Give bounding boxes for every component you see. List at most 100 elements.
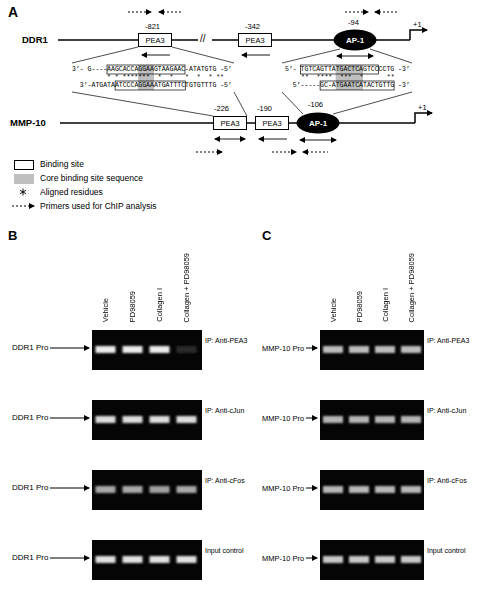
leader-line xyxy=(234,92,247,116)
band-label: DDR1 Pro xyxy=(12,553,48,563)
start-site-label: +1 xyxy=(418,103,427,112)
gel-band xyxy=(123,416,143,423)
sequence-text: 5’- TGTCAGTTATGACTCAGTCCCCTG -3’ xyxy=(285,66,410,74)
band-label: MMP-10 Pro xyxy=(262,484,304,493)
position-number: -94 xyxy=(348,18,359,27)
primer-arrow xyxy=(128,11,151,12)
pointer-arrow xyxy=(306,348,317,349)
sequence-text: 3’- G----AAGCACCAGGAAGTAAGAAC-ATATGTG -5… xyxy=(72,66,232,74)
gel-band xyxy=(150,556,170,563)
gel-band xyxy=(349,556,369,563)
primer-arrow xyxy=(375,11,398,12)
gel-band xyxy=(177,416,197,423)
break-mark: // xyxy=(200,33,206,45)
primer-arrow xyxy=(159,11,183,12)
gel-band xyxy=(401,556,421,563)
gel-band xyxy=(123,486,143,493)
gel-band xyxy=(150,416,170,423)
position-number: -106 xyxy=(308,100,323,109)
gel-band xyxy=(323,416,343,423)
orientation-arrow xyxy=(259,139,287,140)
gel-band xyxy=(96,556,116,563)
antibody-label: IP: Anti-cJun xyxy=(205,407,244,415)
orientation-arrow xyxy=(142,55,170,56)
gel-band xyxy=(323,346,343,353)
legend-text: Binding site xyxy=(40,159,84,169)
gel-band xyxy=(150,486,170,493)
site-name: PEA3 xyxy=(245,36,264,45)
gene-name: MMP-10 xyxy=(10,117,46,128)
ap1-site-ellipse: AP-1 xyxy=(333,29,377,51)
ellipse-outline xyxy=(297,113,340,134)
gel-band xyxy=(123,346,143,353)
pointer-arrow xyxy=(50,348,89,349)
gel-band xyxy=(375,346,395,353)
ellipse-outline xyxy=(334,30,377,51)
lane-label: PD98059 xyxy=(355,291,364,322)
orientation-arrow xyxy=(300,140,336,141)
gel-band xyxy=(177,346,197,353)
gel-band xyxy=(375,416,395,423)
transcription-start-arrow xyxy=(415,113,432,123)
gel-band xyxy=(349,416,369,423)
gel-band xyxy=(349,346,369,353)
position-number: -226 xyxy=(214,104,229,113)
band-label: DDR1 Pro xyxy=(12,413,48,423)
gel-band xyxy=(96,346,116,353)
binding-site-box: PEA3 xyxy=(255,116,289,130)
band-label: DDR1 Pro xyxy=(12,343,48,353)
primer-arrow xyxy=(303,151,328,152)
band-label: MMP-10 Pro xyxy=(262,414,304,423)
legend-swatch xyxy=(14,174,34,184)
lane-label: Collagen I xyxy=(381,288,390,322)
legend-sample xyxy=(12,189,34,207)
pointer-arrow xyxy=(306,488,317,489)
gel-band xyxy=(177,486,197,493)
legend-text: Primers used for ChIP analysis xyxy=(40,201,157,211)
leader-line xyxy=(172,47,234,63)
legend-sample xyxy=(20,189,26,196)
panel-letter: B xyxy=(8,228,17,244)
alignment-marks: * * ******* * * * * * ** xyxy=(107,74,224,82)
gel-band xyxy=(375,556,395,563)
antibody-label: IP: Anti-PEA3 xyxy=(427,337,469,345)
lane-label: Collagen + PD98059 xyxy=(182,253,191,322)
antibody-label: IP: Anti-cFos xyxy=(205,477,245,485)
gel-band xyxy=(96,416,116,423)
gel-image xyxy=(92,470,202,510)
gel-band xyxy=(177,556,197,563)
antibody-label: IP: Anti-cJun xyxy=(427,407,466,415)
binding-site-box: PEA3 xyxy=(213,116,247,130)
gel-band xyxy=(150,346,170,353)
transcription-start-arrow xyxy=(410,30,432,123)
leader-line xyxy=(333,92,412,114)
gel-band xyxy=(375,486,395,493)
site-name: AP-1 xyxy=(346,36,364,45)
position-number: -821 xyxy=(145,22,160,31)
band-label: DDR1 Pro xyxy=(12,483,48,493)
site-name: PEA3 xyxy=(145,36,164,45)
gel-band xyxy=(401,416,421,423)
site-name: PEA3 xyxy=(262,119,281,128)
site-name: PEA3 xyxy=(220,119,239,128)
antibody-label: Input control xyxy=(205,547,244,555)
band-label: MMP-10 Pro xyxy=(262,554,304,563)
leader-line xyxy=(370,49,412,63)
gel-image xyxy=(92,400,202,440)
primer-arrow xyxy=(272,151,296,152)
gel-band xyxy=(323,556,343,563)
antibody-label: IP: Anti-cFos xyxy=(427,477,467,485)
gel-band xyxy=(349,486,369,493)
antibody-label: Input control xyxy=(427,547,466,555)
pointer-arrow xyxy=(50,558,89,559)
lane-label: Collagen I xyxy=(155,288,164,322)
binding-site-box: PEA3 xyxy=(238,33,272,47)
primer-arrow xyxy=(196,151,222,152)
gene-name: DDR1 xyxy=(22,34,48,45)
band-label: MMP-10 Pro xyxy=(262,344,304,353)
site-name: AP-1 xyxy=(309,119,327,128)
leader-line xyxy=(282,49,340,63)
ap1-site-ellipse: AP-1 xyxy=(296,112,340,134)
